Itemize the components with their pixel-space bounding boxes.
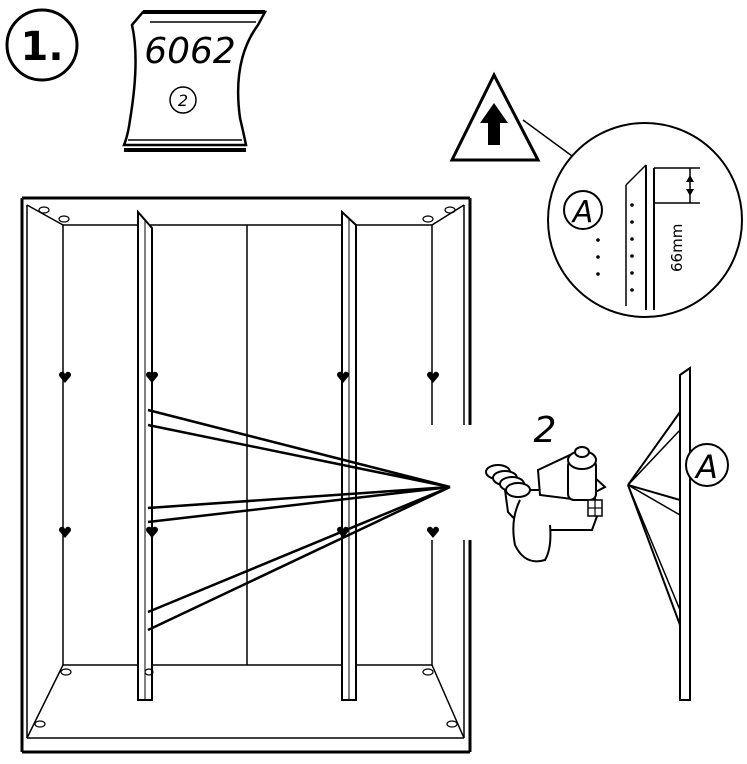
wardrobe-carcass: [20, 196, 472, 754]
up-arrow-warning-icon: [449, 71, 541, 162]
part-number: 2: [534, 410, 557, 451]
step-badge: 1.: [5, 8, 79, 82]
bag-quantity: 2: [178, 91, 188, 110]
measurement-label: 66mm: [668, 224, 686, 272]
shelf-pins: [59, 371, 439, 538]
detail-letter-top: A: [571, 195, 594, 230]
bag-code: 6062: [144, 31, 236, 72]
quantity-circle: [169, 86, 197, 114]
shelf-support-part: [485, 446, 607, 563]
focus-lines: [147, 408, 451, 632]
hardware-bag: 6062 2: [122, 10, 268, 152]
step-number: 1.: [20, 24, 63, 70]
side-panel-detail: [627, 366, 729, 701]
detail-letter-side: A: [694, 448, 718, 486]
detail-circle-a: 66mm A: [547, 122, 743, 318]
